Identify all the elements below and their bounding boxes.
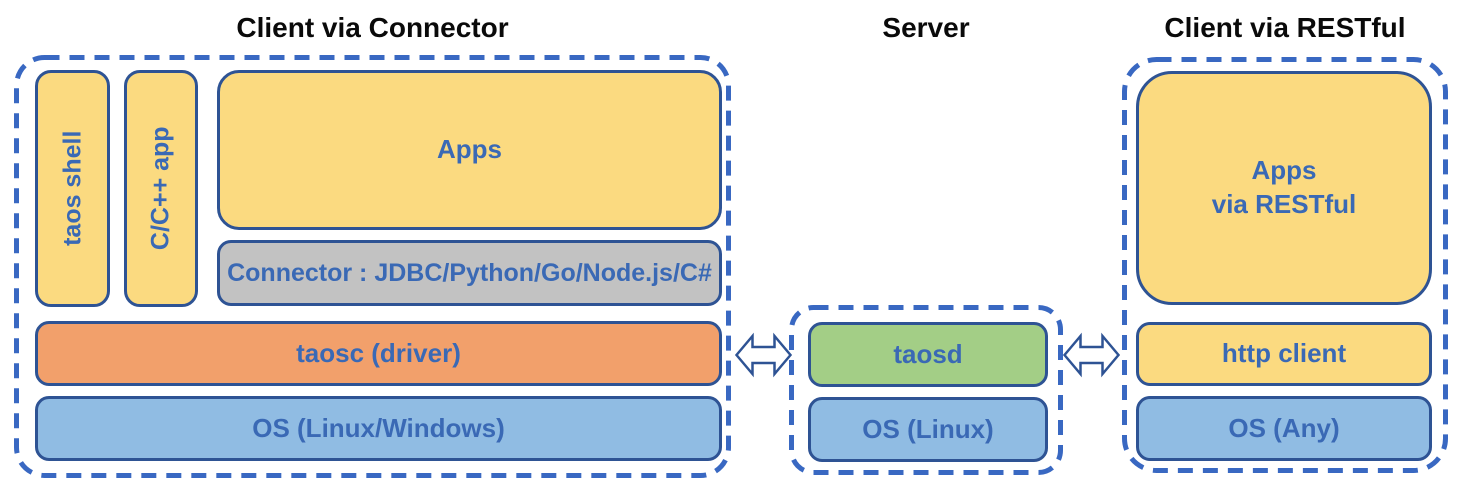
box-os-any-label: OS (Any)	[1228, 412, 1340, 443]
section-title-server: Server	[882, 12, 970, 43]
section-title-client-connector: Client via Connector	[236, 12, 509, 43]
bidirectional-arrow-right-icon	[1062, 332, 1121, 383]
box-taosd: taosd	[808, 322, 1048, 387]
group-server: taosd OS (Linux)	[789, 305, 1063, 475]
box-http-client: http client	[1136, 322, 1432, 386]
bidirectional-arrow-left-icon	[734, 332, 793, 383]
box-connector-label: Connector : JDBC/Python/Go/Node.js/C#	[227, 258, 712, 287]
group-client-restful: Apps via RESTful http client OS (Any)	[1122, 57, 1448, 473]
box-cpp-app: C/C++ app	[124, 70, 198, 307]
box-apps-via-restful: Apps via RESTful	[1136, 71, 1432, 305]
box-taos-shell: taos shell	[35, 70, 110, 307]
box-taosd-label: taosd	[893, 338, 963, 369]
box-apps-label: Apps	[437, 134, 502, 165]
box-os-linux-windows: OS (Linux/Windows)	[35, 396, 722, 461]
box-apps: Apps	[217, 70, 722, 230]
box-taosc-driver-label: taosc (driver)	[296, 337, 461, 368]
box-http-client-label: http client	[1221, 338, 1347, 369]
box-os-linux-windows-label: OS (Linux/Windows)	[252, 412, 505, 443]
box-os-linux-label: OS (Linux)	[862, 413, 994, 444]
section-title-client-restful: Client via RESTful	[1164, 12, 1406, 43]
box-os-any: OS (Any)	[1136, 396, 1432, 461]
group-client-connector: taos shell C/C++ app Apps Connector : JD…	[14, 55, 731, 478]
box-taos-shell-label: taos shell	[58, 130, 87, 247]
box-connector: Connector : JDBC/Python/Go/Node.js/C#	[217, 240, 722, 306]
box-os-linux: OS (Linux)	[808, 397, 1048, 462]
box-cpp-app-label: C/C++ app	[146, 126, 175, 251]
box-apps-via-restful-label: Apps via RESTful	[1211, 155, 1357, 219]
box-taosc-driver: taosc (driver)	[35, 321, 722, 386]
